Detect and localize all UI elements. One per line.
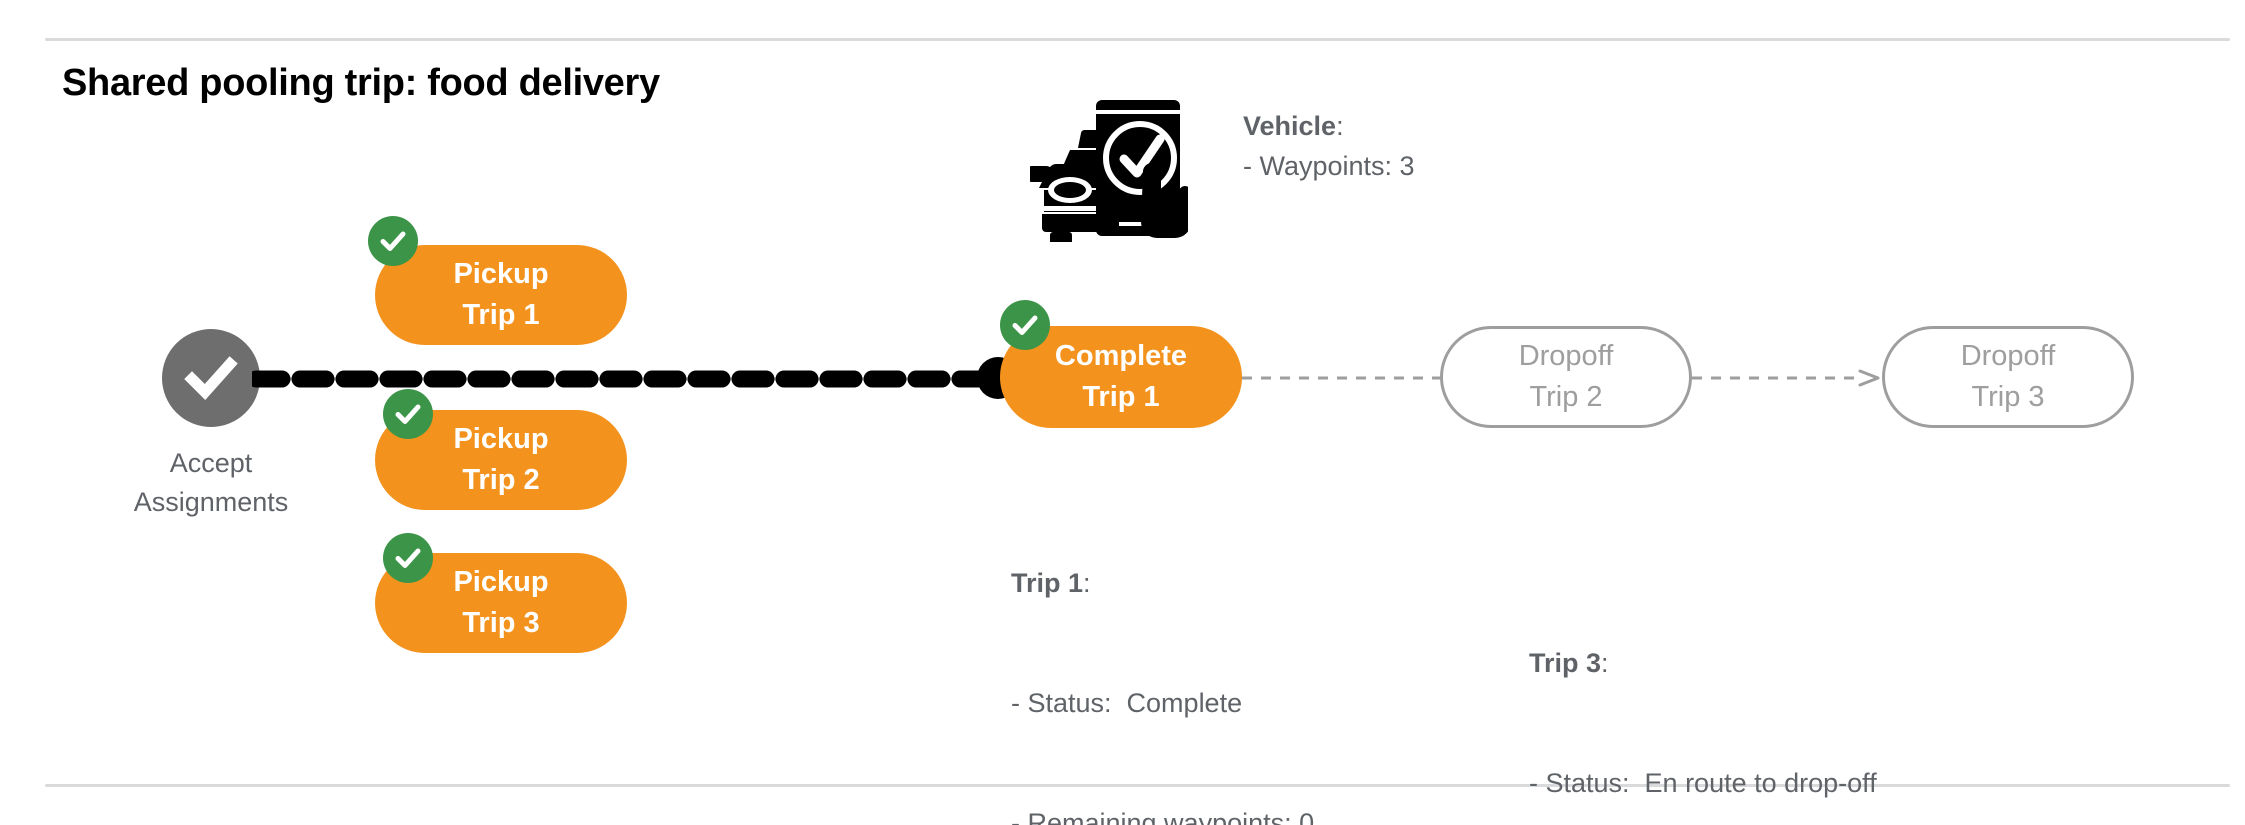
complete-trip-1-line2: Trip 1: [1082, 381, 1160, 413]
accept-label-line1: Accept: [169, 448, 253, 478]
car-phone-tap-icon: [1030, 86, 1188, 242]
trip-1-heading-row: Trip 1:: [1011, 563, 1359, 603]
vehicle-info: Vehicle: - Waypoints: 3: [1243, 106, 1415, 186]
accept-label-line2: Assignments: [133, 487, 289, 517]
trip-1-status: - Status: Complete: [1011, 688, 1243, 718]
trip-1-heading-suffix: :: [1083, 568, 1091, 598]
trip-3-status: - Status: En route to drop-off: [1529, 768, 1877, 798]
trip-details-right: Trip 3: - Status: En route to drop-off -…: [1529, 563, 1877, 825]
pickup-trip-1-pill[interactable]: Pickup Trip 1: [375, 245, 627, 345]
connector-dropoff2-to-dropoff3: [1692, 369, 1884, 387]
dropoff-trip-3-line2: Trip 3: [1971, 381, 2045, 413]
dropoff-trip-2-pill[interactable]: Dropoff Trip 2: [1440, 326, 1692, 428]
vehicle-heading: Vehicle: [1243, 111, 1337, 141]
vehicle-heading-suffix: :: [1336, 111, 1344, 141]
trip-3-heading-row: Trip 3:: [1529, 643, 1877, 683]
trip-1-waypoints: - Remaining waypoints: 0: [1011, 808, 1315, 825]
pickup-trip-2-check-icon: [383, 389, 433, 439]
pickup-trip-2-line2: Trip 2: [462, 464, 540, 496]
pickup-trip-1-line1: Pickup: [453, 258, 549, 290]
pickup-trip-3-line1: Pickup: [453, 566, 549, 598]
pickup-trip-1-check-icon: [368, 216, 418, 266]
pickup-trip-2-line1: Pickup: [453, 423, 549, 455]
trip-1-heading: Trip 1: [1011, 568, 1084, 598]
trip-details-left: Trip 1: - Status: Complete - Remaining w…: [1011, 483, 1359, 825]
divider-bottom: [45, 784, 2230, 787]
complete-trip-1-check-icon: [1000, 300, 1050, 350]
pickup-trip-1-line2: Trip 1: [462, 299, 540, 331]
pickup-trip-3-line2: Trip 3: [462, 607, 540, 639]
assignment-connector-dashed: [247, 369, 1009, 389]
accept-assignments-node[interactable]: [162, 329, 260, 427]
dropoff-trip-3-line1: Dropoff: [1960, 340, 2056, 372]
page-title: Shared pooling trip: food delivery: [62, 62, 660, 104]
divider-top: [45, 38, 2230, 41]
dropoff-trip-2-line2: Trip 2: [1529, 381, 1603, 413]
trip-3-heading: Trip 3: [1529, 648, 1602, 678]
trip-3-heading-suffix: :: [1601, 648, 1609, 678]
dropoff-trip-3-pill[interactable]: Dropoff Trip 3: [1882, 326, 2134, 428]
check-circle-icon: [162, 329, 260, 427]
vehicle-waypoints: - Waypoints: 3: [1243, 151, 1415, 181]
pickup-trip-3-check-icon: [383, 533, 433, 583]
dropoff-trip-2-line1: Dropoff: [1518, 340, 1614, 372]
vehicle-heading-row: Vehicle:: [1243, 106, 1415, 146]
connector-complete-to-dropoff2: [1242, 371, 1442, 385]
complete-trip-1-line1: Complete: [1054, 340, 1188, 372]
accept-assignments-label: Accept Assignments: [80, 444, 342, 522]
